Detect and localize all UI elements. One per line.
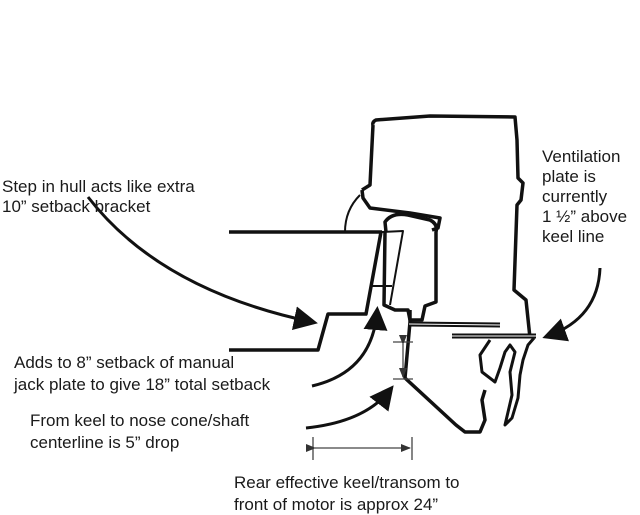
arrow-adds — [311, 306, 388, 388]
label-line: front of motor is approx 24” — [234, 495, 439, 514]
label-line: Adds to 8” setback of manual — [14, 353, 235, 372]
hull-bottom-step — [229, 231, 383, 352]
arrow-ventilation — [542, 267, 602, 342]
label-line: currently — [542, 187, 608, 206]
label-line: From keel to nose cone/shaft — [30, 411, 250, 430]
label-line: centerline is 5” drop — [30, 433, 180, 452]
setback-bracket — [381, 230, 404, 306]
lower-unit — [403, 321, 487, 434]
label-keel-drop: From keel to nose cone/shaft centerline … — [30, 410, 249, 454]
label-step-hull: Step in hull acts like extra 10” setback… — [2, 177, 195, 217]
label-line: jack plate to give 18” total setback — [14, 375, 271, 394]
motor-midsection — [383, 212, 439, 322]
label-line: 1 ½” above — [542, 207, 628, 226]
label-line: keel line — [542, 227, 605, 246]
motor-cowl — [371, 114, 532, 339]
arrow-step-hull — [86, 196, 318, 331]
label-line: Ventilation — [542, 147, 621, 166]
label-line: plate is — [542, 167, 596, 186]
label-ventilation: Ventilation plate is currently 1 ½” abov… — [542, 147, 627, 247]
arrow-keel-drop — [305, 385, 394, 430]
label-line: Rear effective keel/transom to — [234, 473, 460, 492]
label-adds-setback: Adds to 8” setback of manual jack plate … — [14, 352, 270, 396]
label-line: 10” setback bracket — [2, 197, 151, 216]
label-rear-keel: Rear effective keel/transom to front of … — [234, 472, 460, 515]
label-line: Step in hull acts like extra — [2, 177, 195, 196]
